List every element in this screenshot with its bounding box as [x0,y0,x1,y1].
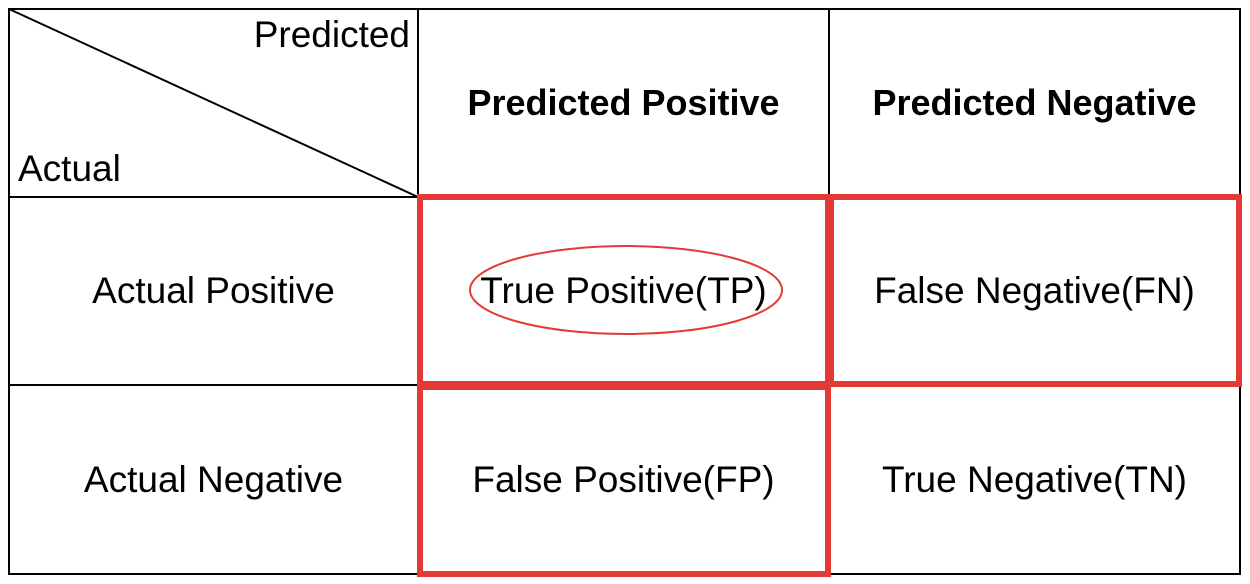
cell-false-negative: False Negative(FN) [874,270,1195,311]
column-header-predicted-negative: Predicted Negative [872,82,1197,123]
cell-true-negative: True Negative(TN) [882,458,1187,500]
column-header-predicted-positive: Predicted Positive [467,82,780,123]
cell-true-positive: True Positive(TP) [480,270,767,311]
cell-false-positive: False Positive(FP) [472,458,775,500]
highlight-box-fn [828,194,1242,387]
corner-actual-label: Actual [18,148,121,189]
tp-ellipse [469,245,783,335]
corner-diagonal [8,8,419,198]
row-header-actual-negative: Actual Negative [83,458,344,500]
row-header-actual-positive: Actual Positive [92,270,335,311]
corner-predicted-label: Predicted [253,14,410,55]
highlight-box-fp [417,384,831,577]
